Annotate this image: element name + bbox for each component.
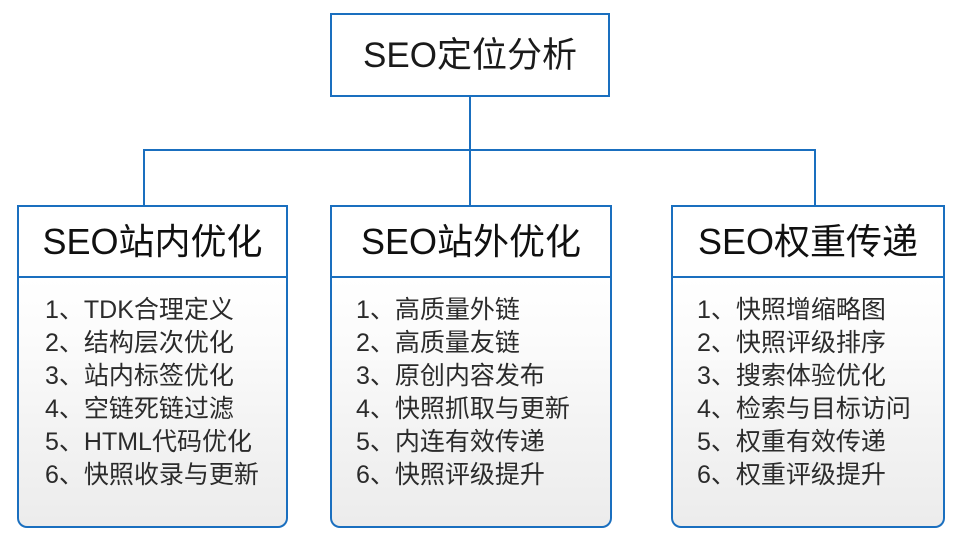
connector-drop-col-0: [143, 149, 145, 206]
list-item-label: 高质量外链: [394, 296, 520, 324]
list-item-number: 6、: [356, 461, 395, 489]
list-item-label: 快照评级提升: [394, 461, 545, 489]
list-item[interactable]: 4、快照抓取与更新: [356, 393, 610, 426]
list-item[interactable]: 5、HTML代码优化: [45, 426, 286, 459]
list-item-label: 空链死链过滤: [83, 395, 234, 423]
list-item-number: 2、: [45, 329, 84, 357]
branch-header-title-0: SEO站内优化: [42, 220, 263, 262]
connector-drop-col-1: [469, 149, 471, 206]
list-item[interactable]: 6、快照收录与更新: [45, 459, 286, 492]
list-item[interactable]: 5、内连有效传递: [356, 426, 610, 459]
list-item-number: 4、: [45, 395, 84, 423]
list-item-label: 快照增缩略图: [735, 296, 886, 324]
branch-item-list-0: 1、TDK合理定义 2、结构层次优化 3、站内标签优化 4、空链死链过滤 5、H…: [19, 294, 286, 492]
list-item[interactable]: 1、高质量外链: [356, 294, 610, 327]
list-item[interactable]: 3、搜索体验优化: [697, 360, 943, 393]
root-node-box[interactable]: SEO定位分析: [330, 13, 610, 97]
list-item-number: 1、: [45, 296, 84, 324]
branch-header-title-1: SEO站外优化: [360, 220, 582, 262]
list-item[interactable]: 2、结构层次优化: [45, 327, 286, 360]
list-item[interactable]: 3、站内标签优化: [45, 360, 286, 393]
list-item-number: 3、: [356, 362, 395, 390]
list-item-number: 2、: [356, 329, 395, 357]
list-item-label: 快照收录与更新: [83, 461, 259, 489]
branch-item-list-1: 1、高质量外链 2、高质量友链 3、原创内容发布 4、快照抓取与更新 5、内连有…: [332, 294, 610, 492]
list-item-number: 3、: [45, 362, 84, 390]
list-item[interactable]: 6、权重评级提升: [697, 459, 943, 492]
connector-root-stem: [469, 97, 471, 151]
branch-item-list-2: 1、快照增缩略图 2、快照评级排序 3、搜索体验优化 4、检索与目标访问 5、权…: [673, 294, 943, 492]
list-item-number: 4、: [356, 395, 395, 423]
list-item-number: 6、: [697, 461, 736, 489]
list-item[interactable]: 5、权重有效传递: [697, 426, 943, 459]
list-item-number: 5、: [356, 428, 395, 456]
list-item-number: 5、: [45, 428, 84, 456]
branch-header-title-2: SEO权重传递: [697, 220, 919, 262]
list-item[interactable]: 4、空链死链过滤: [45, 393, 286, 426]
branch-body-box-1: 1、高质量外链 2、高质量友链 3、原创内容发布 4、快照抓取与更新 5、内连有…: [330, 278, 612, 528]
list-item-number: 4、: [697, 395, 736, 423]
list-item-label: 搜索体验优化: [735, 362, 886, 390]
list-item-label: HTML代码优化: [83, 428, 252, 456]
list-item-label: 权重评级提升: [735, 461, 886, 489]
root-node-title: SEO定位分析: [363, 35, 577, 75]
branch-body-box-2: 1、快照增缩略图 2、快照评级排序 3、搜索体验优化 4、检索与目标访问 5、权…: [671, 278, 945, 528]
list-item-label: 原创内容发布: [394, 362, 545, 390]
list-item-label: 权重有效传递: [735, 428, 886, 456]
list-item[interactable]: 3、原创内容发布: [356, 360, 610, 393]
connector-drop-col-2: [814, 149, 816, 206]
list-item-number: 3、: [697, 362, 736, 390]
branch-body-box-0: 1、TDK合理定义 2、结构层次优化 3、站内标签优化 4、空链死链过滤 5、H…: [17, 278, 288, 528]
list-item-number: 1、: [697, 296, 736, 324]
list-item-number: 1、: [356, 296, 395, 324]
list-item-label: 快照抓取与更新: [394, 395, 570, 423]
list-item[interactable]: 2、高质量友链: [356, 327, 610, 360]
list-item-label: TDK合理定义: [83, 296, 234, 324]
list-item-number: 5、: [697, 428, 736, 456]
branch-header-box-2[interactable]: SEO权重传递: [671, 205, 945, 278]
list-item-label: 高质量友链: [394, 329, 520, 357]
branch-column-2: SEO权重传递 1、快照增缩略图 2、快照评级排序 3、搜索体验优化 4、检索与…: [671, 205, 945, 528]
branch-column-0: SEO站内优化 1、TDK合理定义 2、结构层次优化 3、站内标签优化 4、空链…: [17, 205, 288, 528]
list-item[interactable]: 4、检索与目标访问: [697, 393, 943, 426]
connector-horizontal-bus: [143, 149, 816, 151]
list-item[interactable]: 1、TDK合理定义: [45, 294, 286, 327]
list-item-number: 6、: [45, 461, 84, 489]
list-item[interactable]: 1、快照增缩略图: [697, 294, 943, 327]
list-item-label: 站内标签优化: [83, 362, 234, 390]
branch-header-box-1[interactable]: SEO站外优化: [330, 205, 612, 278]
list-item-label: 结构层次优化: [83, 329, 234, 357]
list-item-label: 检索与目标访问: [735, 395, 911, 423]
list-item[interactable]: 2、快照评级排序: [697, 327, 943, 360]
list-item-label: 内连有效传递: [394, 428, 545, 456]
branch-header-box-0[interactable]: SEO站内优化: [17, 205, 288, 278]
list-item-label: 快照评级排序: [735, 329, 886, 357]
branch-column-1: SEO站外优化 1、高质量外链 2、高质量友链 3、原创内容发布 4、快照抓取与…: [330, 205, 612, 528]
list-item[interactable]: 6、快照评级提升: [356, 459, 610, 492]
list-item-number: 2、: [697, 329, 736, 357]
